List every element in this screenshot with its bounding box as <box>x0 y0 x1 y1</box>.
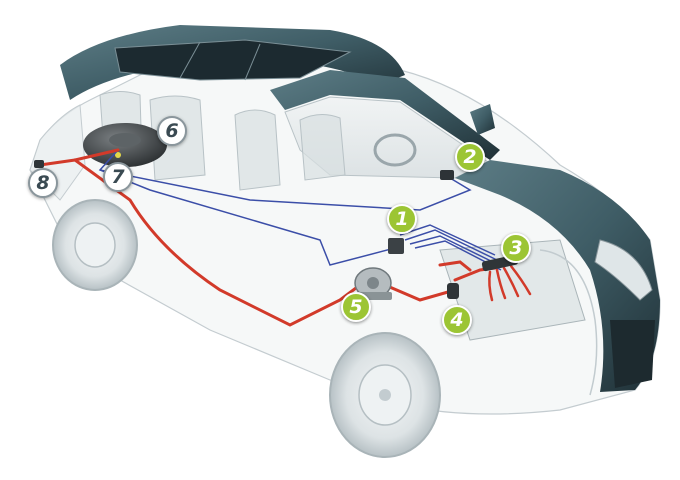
car-roof <box>60 25 405 100</box>
headlight <box>594 239 653 301</box>
sunroof <box>114 39 352 81</box>
marker-2-label: 2 <box>463 146 477 168</box>
marker-8-badge[interactable]: 8 <box>28 168 58 198</box>
marker-1-badge[interactable]: 1 <box>387 204 417 234</box>
fuel-line <box>38 148 497 327</box>
side-mirror <box>470 104 495 135</box>
marker-6-label: 6 <box>165 120 179 142</box>
lpg-tank <box>83 123 167 167</box>
selector-switch <box>440 170 454 180</box>
marker-5-badge[interactable]: 5 <box>341 292 371 322</box>
marker-5-label: 5 <box>349 296 363 318</box>
marker-6-badge[interactable]: 6 <box>157 116 187 146</box>
front-arch <box>539 249 598 396</box>
marker-3-label: 3 <box>509 237 523 259</box>
hood <box>455 160 660 392</box>
marker-1-label: 1 <box>395 208 409 230</box>
marker-4-label: 4 <box>450 309 464 331</box>
gas-filter <box>447 283 459 299</box>
steering-wheel <box>373 133 417 167</box>
grille <box>610 320 655 388</box>
rear-wheel <box>52 199 138 291</box>
marker-2-badge[interactable]: 2 <box>455 142 485 172</box>
front-wheel <box>329 332 441 458</box>
marker-3-badge[interactable]: 3 <box>501 233 531 263</box>
filling-valve <box>34 160 44 168</box>
marker-4-badge[interactable]: 4 <box>442 305 472 335</box>
injector-pipes <box>488 264 532 302</box>
marker-7-badge[interactable]: 7 <box>103 162 133 192</box>
ecu-unit <box>388 238 404 254</box>
a-pillar <box>270 70 500 160</box>
marker-7-label: 7 <box>111 166 125 188</box>
marker-8-label: 8 <box>36 172 50 194</box>
